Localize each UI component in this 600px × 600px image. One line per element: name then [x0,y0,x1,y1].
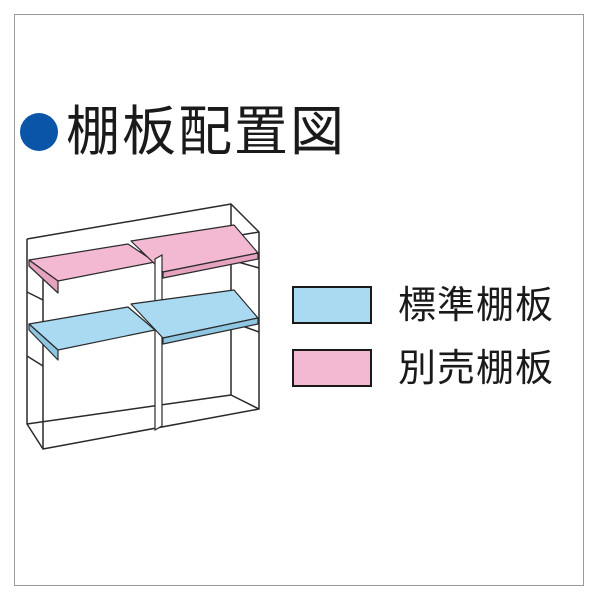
title-text: 棚板配置図 [66,100,346,163]
legend-standard-shelf: 標準棚板 [292,283,554,327]
lower-shelf-right-edge [162,317,259,345]
page-title: 棚板配置図 [20,102,346,162]
lower-shelf-left-edge [28,323,59,361]
lower-shelf [28,289,259,361]
optional-shelf-swatch [292,349,372,387]
optional-shelf-label: 別売棚板 [398,346,555,390]
center-post [154,253,163,432]
upper-shelf-right-edge [162,252,259,279]
bullet-icon [20,113,58,151]
image-frame [14,14,584,586]
standard-shelf-label: 標準棚板 [398,283,555,327]
standard-shelf-swatch [292,286,372,324]
legend-optional-shelf: 別売棚板 [292,346,554,390]
upper-shelf [28,224,259,294]
upper-shelf-left-edge [28,259,59,294]
upper-shelf-right [130,224,259,273]
